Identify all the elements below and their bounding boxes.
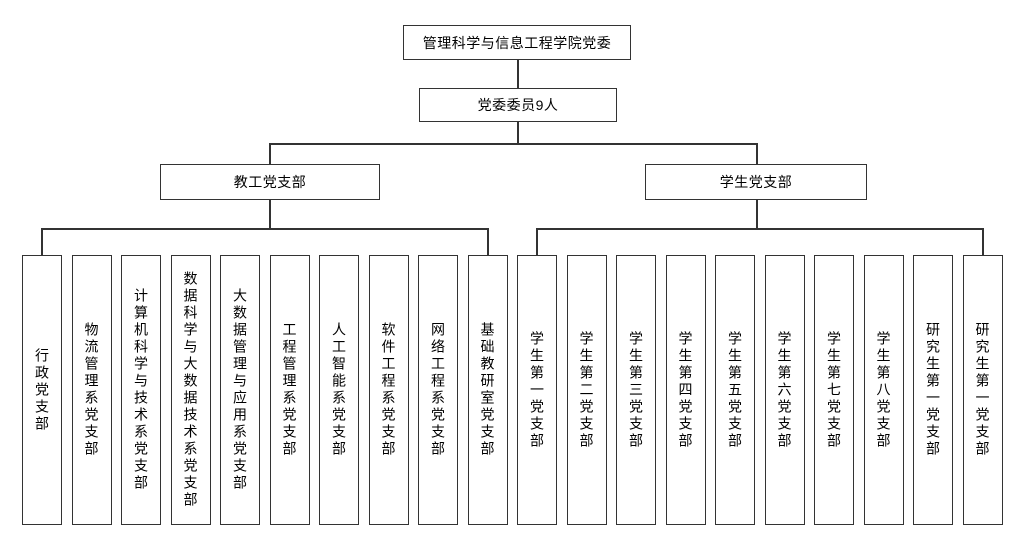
connector-student-drop: [756, 200, 758, 228]
org-node-leaf: 学生第七党支部: [814, 255, 854, 525]
org-node-leaf-label: 基础教研室党支部: [479, 322, 496, 458]
org-node-leaf: 基础教研室党支部: [467, 255, 508, 525]
connector-faculty-riser: [269, 143, 271, 164]
org-node-student-branch-label: 学生党支部: [719, 174, 793, 190]
org-node-leaf-label: 学生第二党支部: [578, 330, 595, 450]
org-node-faculty-branch: 教工党支部: [160, 164, 380, 200]
org-node-leaf: 学生第四党支部: [665, 255, 706, 525]
org-node-root: 管理科学与信息工程学院党委: [403, 25, 631, 60]
org-node-leaf-label: 研究生第一党支部: [925, 322, 941, 458]
org-node-leaf-label: 工程管理系党支部: [281, 322, 298, 458]
org-node-student-branch: 学生党支部: [645, 164, 867, 200]
org-node-leaf: 行政党支部: [22, 255, 62, 525]
org-node-leaf: 工程管理系党支部: [269, 255, 310, 525]
connector-faculty-drop: [269, 200, 271, 228]
connector-faculty-rail-right-drop: [487, 228, 489, 255]
org-node-leaf: 研究生第一党支部: [962, 255, 1003, 525]
org-node-leaf-label: 网络工程系党支部: [430, 322, 446, 458]
org-node-leaf-label: 行政党支部: [34, 347, 50, 433]
org-node-leaf: 网络工程系党支部: [418, 255, 458, 525]
org-node-leaf: 学生第二党支部: [566, 255, 607, 525]
org-node-leaf: 学生第五党支部: [715, 255, 755, 525]
org-node-leaf: 大数据管理与应用系党支部: [220, 255, 260, 525]
org-node-leaf: 软件工程系党支部: [368, 255, 409, 525]
connector-committee-drop: [517, 122, 519, 143]
org-node-leaf-label: 学生第五党支部: [727, 330, 743, 450]
org-node-leaf-label: 计算机科学与技术系党支部: [133, 288, 149, 492]
org-node-leaf-label: 软件工程系党支部: [380, 322, 397, 458]
connector-faculty-rail-left-drop: [41, 228, 43, 255]
org-node-leaf: 人工智能系党支部: [319, 255, 359, 525]
connector-root-committee: [517, 60, 519, 88]
org-node-faculty-branch-label: 教工党支部: [233, 174, 307, 190]
org-node-leaf: 研究生第一党支部: [913, 255, 953, 525]
org-node-committee: 党委委员9人: [419, 88, 617, 122]
org-node-leaf: 学生第六党支部: [764, 255, 805, 525]
connector-student-rail-right-drop: [982, 228, 984, 255]
org-node-leaf: 计算机科学与技术系党支部: [121, 255, 161, 525]
org-node-leaf-label: 学生第一党支部: [529, 330, 545, 450]
connector-student-rail-left-drop: [536, 228, 538, 255]
connector-faculty-rail: [41, 228, 489, 230]
org-node-leaf: 物流管理系党支部: [71, 255, 112, 525]
connector-branch-rail: [269, 143, 758, 145]
connector-student-rail: [536, 228, 984, 230]
org-node-leaf: 学生第一党支部: [517, 255, 557, 525]
org-node-leaf: 数据科学与大数据技术系党支部: [170, 255, 211, 525]
org-node-root-label: 管理科学与信息工程学院党委: [422, 34, 612, 51]
org-node-leaf-label: 学生第三党支部: [628, 330, 644, 450]
org-node-leaf-label: 大数据管理与应用系党支部: [232, 288, 248, 492]
org-node-leaf-label: 学生第七党支部: [826, 330, 842, 450]
org-node-leaf-label: 研究生第一党支部: [974, 322, 991, 458]
org-node-leaf: 学生第八党支部: [863, 255, 904, 525]
org-node-leaf-label: 学生第八党支部: [875, 330, 892, 450]
org-node-leaf-label: 物流管理系党支部: [83, 322, 100, 458]
org-node-leaf-label: 学生第六党支部: [776, 330, 793, 450]
org-node-committee-label: 党委委员9人: [477, 97, 559, 113]
org-node-leaf: 学生第三党支部: [616, 255, 656, 525]
connector-student-riser: [756, 143, 758, 164]
org-node-leaf-label: 人工智能系党支部: [331, 322, 347, 458]
org-node-leaf-label: 数据科学与大数据技术系党支部: [182, 271, 199, 509]
org-node-leaf-label: 学生第四党支部: [677, 330, 694, 450]
